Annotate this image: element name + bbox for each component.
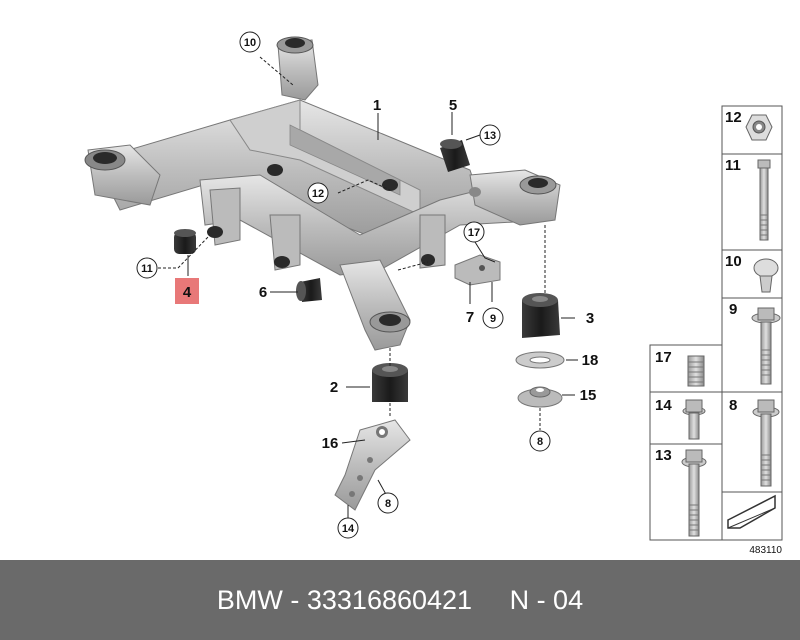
- callout-14: 14: [342, 523, 355, 535]
- bracket-part-7: [454, 254, 501, 286]
- plate-part-15: [517, 386, 563, 408]
- table-label-10: 10: [725, 253, 742, 270]
- strut-part-16: [334, 419, 411, 511]
- callout-9: 9: [490, 313, 496, 325]
- callout-11: 11: [141, 263, 153, 275]
- footer-part-number: BMW - 33316860421 N - 04: [216, 585, 584, 615]
- table-label-11: 11: [725, 157, 741, 174]
- callout-10-circle: [239, 31, 261, 53]
- table-label-8: 8: [729, 397, 737, 414]
- diagram-number: 483110: [749, 545, 782, 556]
- callout-6: 6: [259, 284, 267, 301]
- wedge-symbol-icon: [727, 494, 776, 529]
- table-label-14: 14: [655, 397, 672, 414]
- bolt-part-13-icon: [681, 449, 707, 537]
- callout-1: 1: [373, 97, 381, 114]
- callout-8-right: 8: [537, 436, 543, 448]
- table-label-17: 17: [655, 349, 672, 366]
- diagram-canvas: 10 1 5 13 12 11 4 6 17 7 9 3 18 15 8 2 1…: [84, 31, 783, 556]
- bolt-part-8-icon: [752, 399, 780, 487]
- bolt-part-14-icon: [682, 399, 706, 440]
- callout-10: 10: [244, 37, 256, 49]
- table-label-9: 9: [729, 301, 737, 318]
- parts-table-labels: 12 11 10 9 17 14 8 13: [655, 109, 742, 464]
- callout-5: 5: [449, 97, 457, 114]
- callout-2: 2: [330, 379, 338, 396]
- bolt-part-9-icon: [751, 307, 781, 385]
- leader-lines: [158, 56, 578, 518]
- callout-3: 3: [586, 310, 594, 327]
- footer-bar: BMW - 33316860421 N - 04: [0, 560, 800, 640]
- callout-7: 7: [466, 309, 474, 326]
- callout-4: 4: [183, 284, 192, 301]
- nut-part-12-icon: [745, 114, 773, 141]
- washer-part-18: [515, 351, 565, 369]
- stud-part-17-icon: [687, 355, 705, 387]
- bolt-part-11-icon: [757, 159, 771, 241]
- parts-table: [649, 105, 783, 541]
- callout-12: 12: [312, 188, 324, 200]
- bushing-part-3: [522, 293, 560, 338]
- callout-16: 16: [322, 435, 339, 452]
- clip-part-10-icon: [753, 258, 779, 293]
- callout-13: 13: [484, 130, 496, 142]
- callout-15: 15: [580, 387, 597, 404]
- bushing-part-2: [372, 363, 408, 402]
- bushing-part-6: [296, 278, 322, 302]
- highlight-part-4: [175, 278, 199, 304]
- callouts: 10 1 5 13 12 11 4 6 17 7 9 3 18 15 8 2 1…: [136, 31, 599, 539]
- bushing-part-5: [440, 139, 470, 172]
- rear-subframe: [84, 36, 561, 351]
- bushing-part-4: [174, 229, 196, 254]
- table-label-12: 12: [725, 109, 742, 126]
- callout-8-bottom: 8: [385, 498, 391, 510]
- callout-17: 17: [468, 227, 480, 239]
- callout-18: 18: [582, 352, 599, 369]
- table-label-13: 13: [655, 447, 672, 464]
